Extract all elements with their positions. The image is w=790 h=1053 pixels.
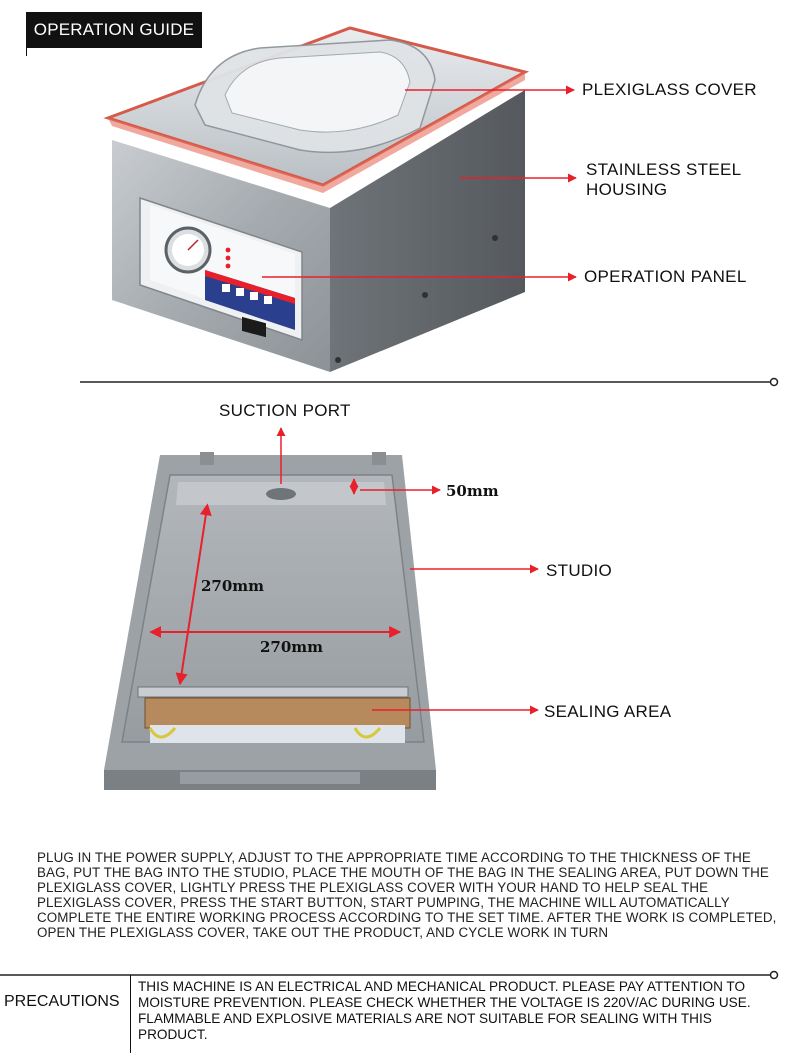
operation-panel <box>139 196 303 342</box>
vacuum-chamber-illustration <box>104 452 436 790</box>
label-plexiglass-cover: PLEXIGLASS COVER <box>582 80 757 99</box>
label-studio: STUDIO <box>546 561 613 580</box>
label-housing-line1: STAINLESS STEEL <box>586 160 742 179</box>
label-operation-panel: OPERATION PANEL <box>584 267 747 286</box>
precautions-divider <box>130 975 131 1053</box>
precautions-title: PRECAUTIONS <box>4 993 120 1010</box>
label-width: 270mm <box>260 638 324 656</box>
arrow-dim-length <box>175 503 212 686</box>
label-suction-port: SUCTION PORT <box>219 401 351 420</box>
title-tick <box>26 48 27 56</box>
page-title: OPERATION GUIDE <box>26 12 202 48</box>
precautions-text: THIS MACHINE IS AN ELECTRICAL AND MECHAN… <box>138 979 751 1042</box>
label-depth: 50mm <box>446 482 499 500</box>
instructions-text: PLUG IN THE POWER SUPPLY, ADJUST TO THE … <box>37 850 777 940</box>
sealing-bar <box>137 686 411 743</box>
suction-port <box>266 488 296 500</box>
label-housing-line2: HOUSING <box>586 180 668 199</box>
label-sealing-area: SEALING AREA <box>544 702 672 721</box>
label-length: 270mm <box>201 577 265 595</box>
vacuum-machine-illustration <box>103 26 530 372</box>
